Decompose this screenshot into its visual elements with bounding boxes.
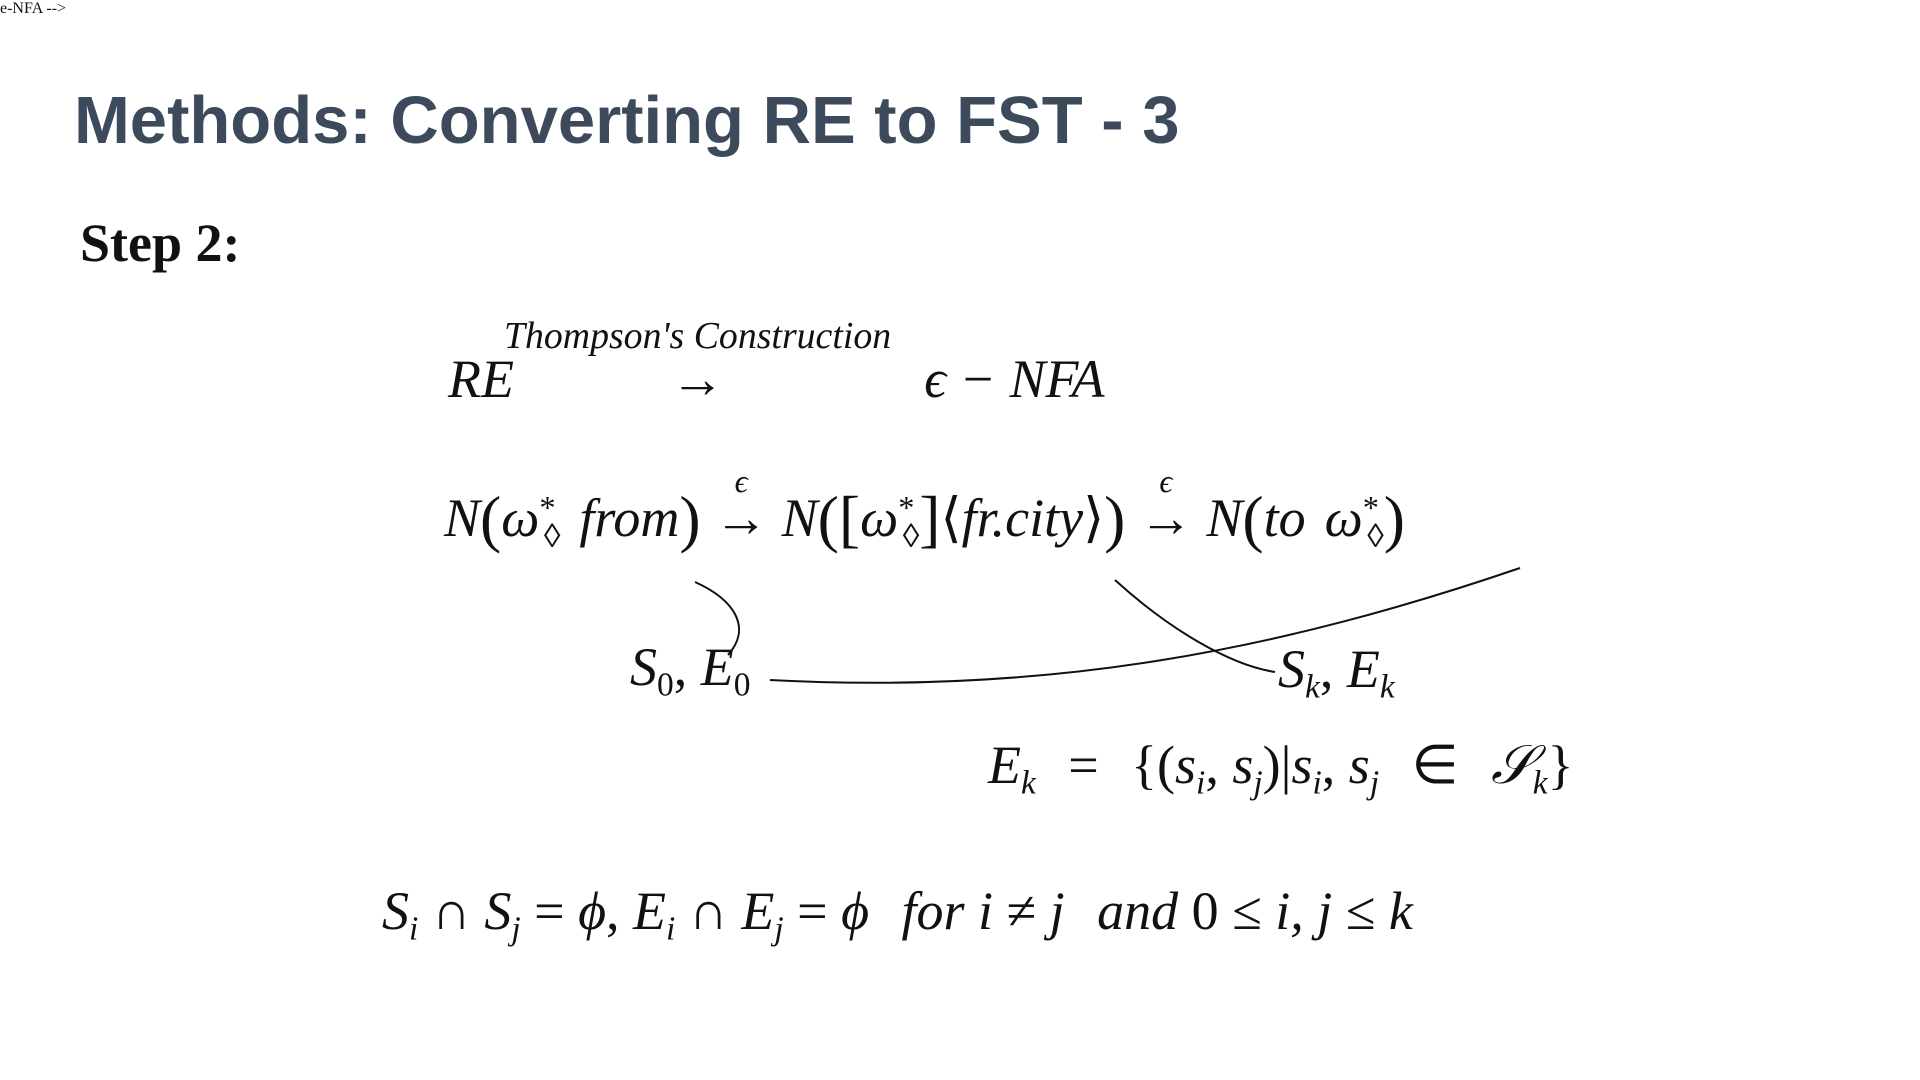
epsilon-label-1: ϵ	[734, 463, 748, 500]
sj-subscript-2: j	[1369, 764, 1380, 802]
si-subscript-2: i	[1312, 764, 1322, 802]
sj-set: S	[484, 881, 512, 941]
word-from: from	[579, 488, 680, 549]
intersection-1: ∩	[431, 881, 471, 941]
n-symbol-1: N	[444, 488, 481, 549]
arrow-glyph-1: →	[714, 488, 769, 549]
set-sk-subscript: k	[1532, 764, 1548, 802]
equation-re-to-nfa: RE Thompson's Construction → ϵ − NFA	[448, 315, 1105, 409]
arrow-glyph: →	[670, 349, 725, 409]
curve-frcity-to-skek	[1114, 579, 1276, 673]
equation-nfa-chain: N(ω*◊from) ϵ → N([ω*◊]⟨fr.city⟩) ϵ → N(t…	[444, 463, 1405, 555]
omega-1: ω	[501, 488, 540, 549]
omega-3: ω	[1324, 488, 1363, 549]
omega-1-diamond: ◊	[543, 517, 561, 555]
omega-2-star: *	[898, 490, 915, 527]
epsilon-label-2: ϵ	[1159, 463, 1173, 500]
zero: 0	[1191, 881, 1219, 941]
e0-symbol: E	[700, 637, 734, 697]
sk-subscript: k	[1305, 668, 1320, 706]
ek-lhs: E	[988, 735, 1021, 795]
ek-lhs-subscript: k	[1021, 764, 1036, 802]
s0-symbol: S	[630, 637, 657, 697]
curve-to-to-s0e0	[769, 567, 1521, 684]
sk-symbol: S	[1278, 639, 1305, 699]
ei-set-subscript: i	[666, 910, 676, 948]
step-label: Step 2:	[80, 213, 241, 273]
word-and: and	[1097, 881, 1179, 941]
ej-set-subscript: j	[774, 910, 784, 948]
thompson-arrow: Thompson's Construction →	[504, 315, 891, 409]
leq-1: ≤	[1232, 881, 1262, 941]
sj-symbol-2: s	[1348, 735, 1370, 795]
equation-ek-definition: Ek = {(si, sj)|si, sj ∈ 𝒮k}	[988, 735, 1574, 802]
re-symbol: RE	[448, 349, 514, 409]
omega-3-star: *	[1362, 490, 1379, 527]
slide-title: Methods: Converting RE to FST - 3	[74, 83, 1180, 158]
ei-set: E	[633, 881, 667, 941]
equation-disjoint-sets: Si ∩ Sj = ϕ, Ei ∩ Ej = ϕ for i ≠ j and 0…	[382, 881, 1413, 948]
equals-sign: =	[1068, 735, 1099, 795]
set-sk: 𝒮	[1490, 735, 1533, 795]
intersection-2: ∩	[688, 881, 728, 941]
label-sk-ek: Sk, Ek	[1278, 639, 1395, 706]
element-of: ∈	[1411, 735, 1459, 795]
ek-symbol: E	[1346, 639, 1380, 699]
sj-set-subscript: j	[511, 910, 521, 948]
epsilon-arrow-1: ϵ →	[714, 464, 769, 549]
arrow-label-thompson: Thompson's Construction	[503, 314, 892, 357]
s0-subscript: 0	[657, 666, 674, 704]
nfa-symbol: ϵ − NFA	[924, 349, 1105, 409]
si-symbol-2: s	[1291, 735, 1313, 795]
omega-3-diamond: ◊	[1367, 517, 1384, 555]
si-symbol: s	[1175, 735, 1197, 795]
word-to: to	[1263, 488, 1306, 549]
si-set-subscript: i	[409, 910, 419, 948]
omega-2-diamond: ◊	[902, 517, 920, 555]
n-symbol-3: N	[1206, 488, 1243, 549]
indices-ij: i, j	[1275, 881, 1333, 941]
phi-1: ϕ	[578, 881, 607, 941]
arrow-glyph-2: →	[1138, 488, 1193, 549]
epsilon-arrow-2: ϵ →	[1138, 464, 1193, 549]
index-j: j	[1049, 881, 1065, 941]
not-equal: ≠	[1006, 881, 1037, 941]
ek-subscript: k	[1379, 668, 1395, 706]
label-s0-e0: S0, E0	[630, 637, 751, 704]
sj-subscript: j	[1253, 764, 1263, 802]
omega-2: ω	[860, 488, 899, 549]
e0-subscript: 0	[733, 666, 751, 704]
sj-symbol: s	[1232, 735, 1254, 795]
equals-1: =	[534, 881, 565, 941]
leq-2: ≤	[1345, 881, 1376, 941]
equals-2: =	[797, 881, 828, 941]
phi-2: ϕ	[841, 881, 870, 941]
si-subscript: i	[1196, 764, 1206, 802]
tag-fr-city: fr.city	[961, 488, 1084, 549]
n-symbol-2: N	[781, 488, 818, 549]
si-set: S	[382, 881, 409, 941]
word-for: for	[901, 881, 965, 941]
ej-set: E	[741, 881, 775, 941]
index-k: k	[1388, 881, 1413, 941]
omega-1-star: *	[539, 490, 556, 527]
index-i: i	[978, 881, 994, 941]
